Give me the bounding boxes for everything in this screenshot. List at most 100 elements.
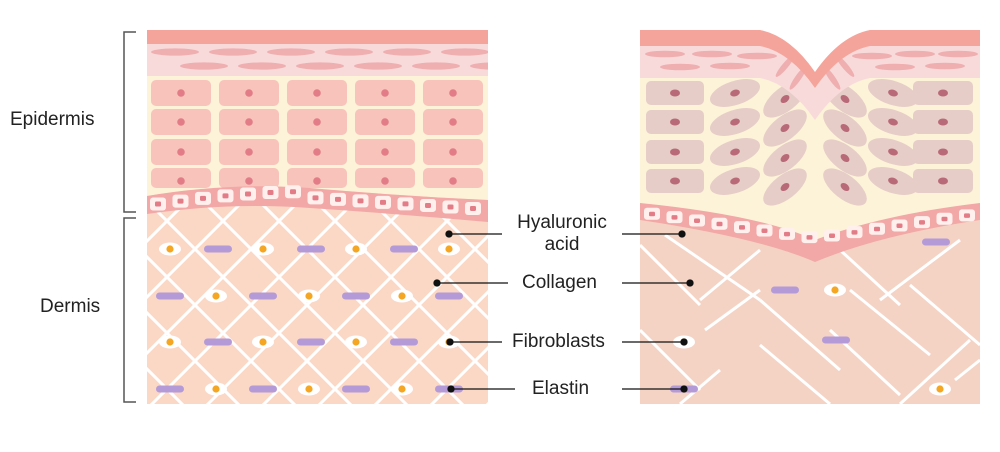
cell-nucleus [245, 118, 253, 126]
aged-basal-layer [640, 203, 980, 262]
epidermis-label: Epidermis [10, 109, 95, 130]
basal-nucleus [335, 196, 341, 202]
aged-surface-cell [835, 55, 855, 77]
aged-nucleus [780, 123, 790, 133]
aged-nucleus [938, 177, 948, 185]
collagen-fiber [0, 200, 20, 410]
aged-nucleus [730, 118, 740, 126]
aged-nucleus [670, 89, 680, 97]
cell-nucleus [381, 89, 389, 97]
aged-nucleus [780, 94, 790, 104]
aged-nucleus [670, 177, 680, 185]
fibroblast-nucleus [305, 385, 313, 393]
aged-fibroblast-nucleus [936, 385, 944, 393]
fibroblasts-label: Fibroblasts [512, 331, 605, 352]
aged-nucleus [840, 123, 850, 133]
collagen-fiber [200, 202, 414, 404]
fibroblast-nucleus [259, 338, 267, 346]
fibroblast-dot-left [446, 338, 454, 346]
surface-cells [151, 48, 488, 70]
cell-nucleus [245, 177, 253, 185]
fibroblast-nucleus [212, 292, 220, 300]
surface-cell [296, 62, 344, 70]
collagen-fiber [256, 202, 470, 404]
epidermal-cells [151, 80, 483, 188]
stratum-corneum [147, 44, 488, 76]
aged-basal-nucleus [851, 230, 858, 235]
aged-surface-band [640, 30, 980, 88]
aged-basal-nucleus [649, 211, 655, 217]
broken-collagen-fiber [640, 243, 702, 307]
aged-skin-panel [640, 30, 980, 404]
aged-basal-nucleus [829, 233, 835, 238]
cell-nucleus [313, 118, 321, 126]
fibroblast-nucleus [398, 385, 406, 393]
fibroblast-nucleus [352, 338, 360, 346]
aged-surface-cell [737, 52, 777, 60]
surface-cell [441, 48, 488, 56]
basal-nucleus [357, 198, 364, 204]
aged-basal-nucleus [919, 220, 925, 225]
fibroblast-group [159, 242, 460, 396]
collagen-fiber [424, 202, 488, 404]
aged-surface-cell [775, 55, 795, 77]
elastin-fiber [204, 245, 232, 253]
broken-collagen-fiber [640, 328, 702, 392]
broken-collagen-fiber [898, 338, 972, 404]
collagen-fiber [147, 202, 302, 404]
cell-nucleus [313, 89, 321, 97]
broken-collagen [640, 233, 980, 404]
broken-collagen-fiber [664, 233, 761, 302]
surface-cell [238, 62, 286, 70]
cell-nucleus [245, 148, 253, 156]
broken-collagen-fiber [704, 288, 761, 332]
collagen-fiber [147, 202, 190, 404]
aged-nucleus [888, 177, 898, 185]
surface-cell [267, 48, 315, 56]
aged-nucleus [840, 153, 850, 163]
aged-basal-nucleus [964, 213, 970, 218]
collagen-fiber [368, 202, 488, 404]
hyaluronic-dot-left [445, 230, 453, 238]
elastin-fiber [204, 338, 232, 346]
collagen-fiber [147, 202, 190, 404]
elastin-fiber [390, 245, 418, 253]
surface-cell [209, 48, 257, 56]
aged-elastin-fiber [822, 336, 850, 344]
surface-cell [325, 48, 373, 56]
surface-cell [470, 62, 488, 70]
collagen-fiber [147, 202, 246, 404]
broken-collagen-fiber [954, 358, 980, 382]
broken-collagen-fiber [679, 368, 721, 404]
cell-nucleus [449, 118, 457, 126]
broken-collagen-fiber [699, 248, 761, 302]
collagen-fiber [424, 202, 488, 404]
aged-surface-cell [710, 62, 750, 70]
elastin-fiber [249, 292, 277, 300]
elastin-fiber [297, 338, 325, 346]
aged-basal-nucleus [671, 215, 678, 220]
basal-nucleus [222, 193, 229, 199]
basal-nucleus [312, 195, 319, 201]
aged-surface-cell [823, 66, 841, 90]
cell-nucleus [177, 89, 185, 97]
aged-fibroblast-nucleus [831, 286, 839, 294]
cell-nucleus [313, 148, 321, 156]
elastin-label: Elastin [532, 378, 590, 399]
basal-nucleus [267, 190, 274, 196]
aged-nucleus [938, 118, 948, 126]
hyaluronic-acid-line2: acid [544, 234, 580, 255]
elastin-fiber [342, 385, 370, 393]
aged-nucleus [670, 118, 680, 126]
surface-cell [383, 48, 431, 56]
cell-nucleus [449, 177, 457, 185]
skin-surface-band [147, 30, 488, 44]
aged-nucleus [840, 94, 850, 104]
basal-nucleus [200, 195, 206, 201]
aged-epidermal-cells [646, 79, 973, 206]
label-leaders [433, 230, 694, 393]
hyaluronic-acid-line1: Hyaluronic [517, 212, 607, 233]
basal-nucleus [470, 205, 476, 211]
elastin-fiber [390, 338, 418, 346]
